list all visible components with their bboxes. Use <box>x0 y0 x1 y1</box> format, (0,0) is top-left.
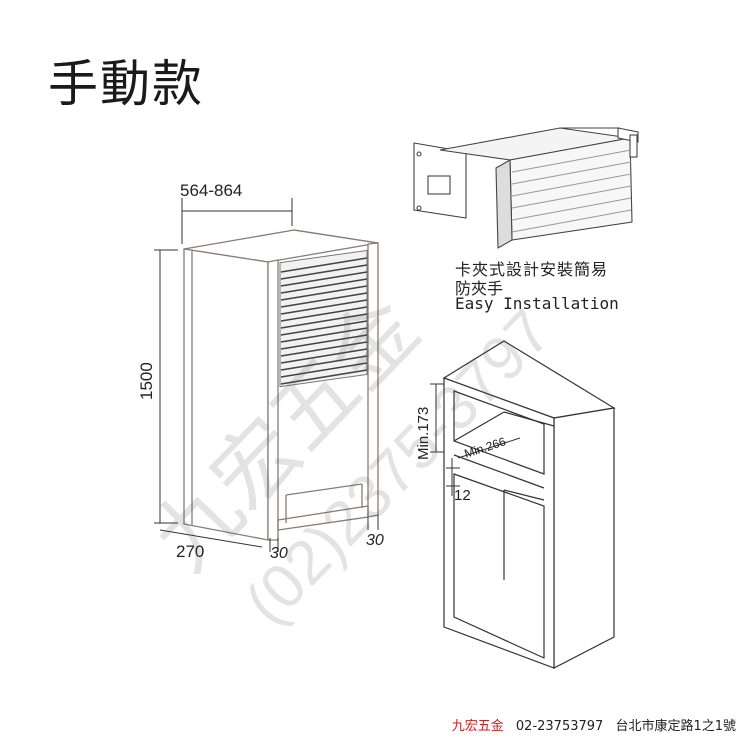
min-depth-label: Min.173 <box>415 407 432 460</box>
width-label: 564-864 <box>180 181 242 200</box>
front-opening-lower <box>453 473 545 659</box>
left-cabinet <box>183 229 379 541</box>
screw-hole-2 <box>416 205 422 211</box>
mid-rail <box>453 454 545 489</box>
feature-line-2: 防夾手 <box>455 279 504 298</box>
right-cabinet-side <box>553 407 615 669</box>
front-opening-upper <box>453 390 545 475</box>
left-dimensions <box>154 198 379 552</box>
min-width-dim <box>457 437 521 459</box>
end-bracket <box>629 134 638 158</box>
feature-line-3: Easy Installation <box>455 294 619 313</box>
top-back-edge <box>293 229 379 244</box>
shutter-mechanism <box>413 127 639 249</box>
height-label: 1500 <box>137 362 156 400</box>
right-cabinet <box>442 340 616 669</box>
inner-edge <box>503 489 545 501</box>
screw-hole <box>416 151 422 157</box>
shutter-side <box>495 159 513 249</box>
mount-clip <box>427 175 451 195</box>
inner-back-edge <box>285 483 363 496</box>
offset-label: 12 <box>454 487 471 504</box>
depth-dim-line <box>159 529 263 548</box>
right-cabinet-front <box>443 377 555 669</box>
shelf-back-edge <box>453 411 505 442</box>
shutter-slats <box>280 257 368 385</box>
footer: 九宏五金 02-23753797 台北市康定路1之1號 <box>452 715 736 734</box>
footer-brand: 九宏五金 <box>451 719 504 734</box>
feature-line-1: 卡夾式設計安裝簡易 <box>455 260 609 279</box>
shelf-back-edge-2 <box>503 411 555 427</box>
page-title: 手動款 <box>48 55 204 113</box>
depth-label: 270 <box>176 542 204 561</box>
frame-right-label: 30 <box>366 532 384 549</box>
footer-phone: 02-23753797 <box>515 719 604 734</box>
footer-address: 台北市康定路1之1號 <box>615 719 736 734</box>
mechanism-slats <box>511 149 632 233</box>
right-dimensions <box>430 383 521 496</box>
frame-left-label: 30 <box>270 545 288 562</box>
